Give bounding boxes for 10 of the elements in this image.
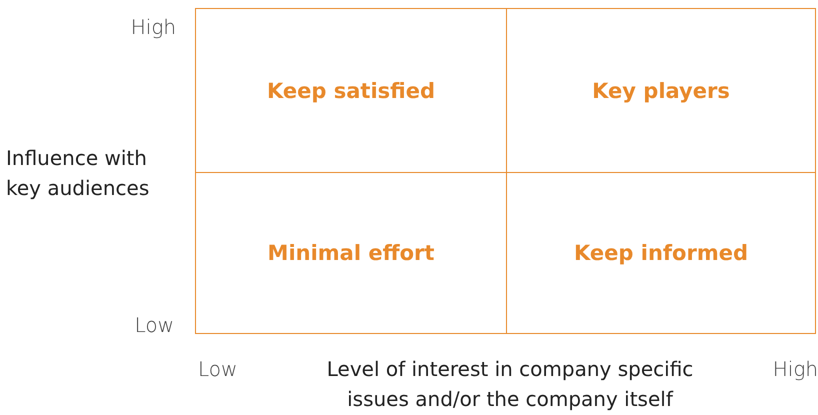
quadrant-box: Minimal effort [195, 172, 507, 334]
axis-tick-label: High [130, 14, 176, 41]
axis-tick-label: High [772, 356, 818, 383]
quadrant-box: Keep satisfied [195, 8, 507, 173]
axis-title: Level of interest in company specific issues and/or the company itself [326, 356, 694, 413]
axis-tick-label: Low [134, 312, 174, 339]
quadrant-box: Keep informed [506, 172, 816, 334]
axis-title: Influence with key audiences [6, 145, 150, 202]
quadrant-box: Key players [506, 8, 816, 173]
axis-tick-label: Low [198, 356, 238, 383]
